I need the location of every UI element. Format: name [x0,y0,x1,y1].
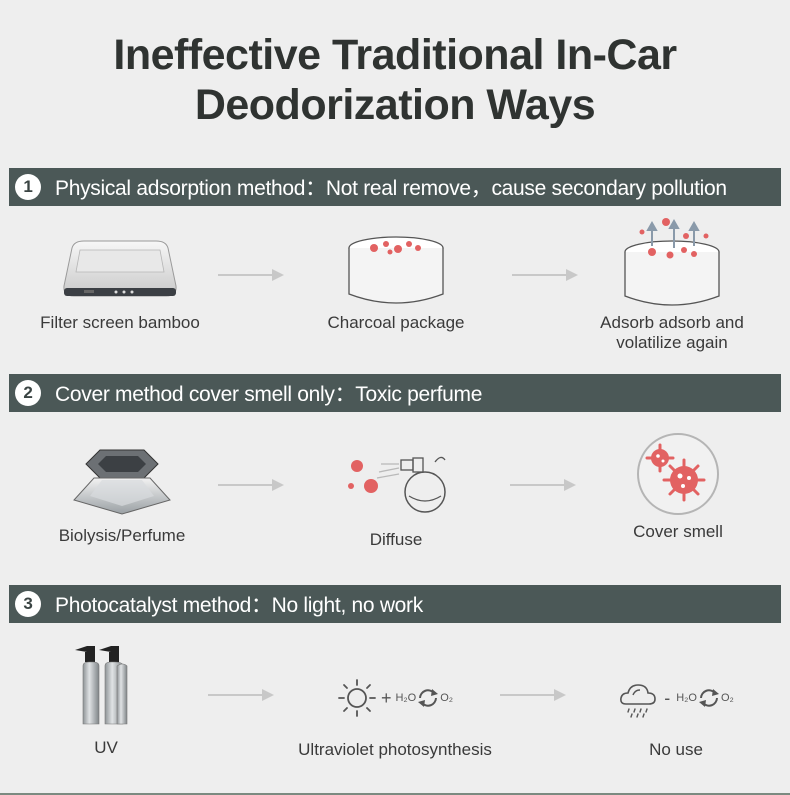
section-heading: Cover method cover smell only：Toxic perf… [55,383,483,406]
item-label: Ultraviolet photosynthesis [298,740,492,759]
item-label: Charcoal package [327,313,465,332]
item-charcoal-package: Charcoal package [296,232,496,333]
arrow-icon [500,689,566,701]
sun-icon [338,679,376,717]
cycle-icon [698,689,719,707]
item-cover-smell: Cover smell [578,432,778,542]
arrow-icon [510,479,576,491]
section-heading: Physical adsorption method：Not real remo… [55,177,727,200]
o2-formula: O₂ [720,692,734,704]
item-label: Diffuse [369,530,423,549]
spray-bottles-icon [75,646,128,725]
section-number-badge: 2 [15,380,41,406]
o2-formula: O₂ [440,692,454,704]
item-perfume: Biolysis/Perfume [22,444,222,546]
charcoal-package-icon [348,236,444,304]
item-label: Cover smell [633,522,723,541]
item-label: Filter screen bamboo [40,313,200,332]
item-label: Adsorb adsorb and volatilize again [600,313,744,352]
spray-bottle-icon [348,456,446,513]
item-label: UV [94,738,118,757]
bottom-divider [0,793,790,795]
title-line-1: Ineffective Traditional In-Car [113,31,677,79]
perfume-bottle-icon [73,449,171,515]
section-2-header: 2 Cover method cover smell only：Toxic pe… [9,374,781,412]
h2o-formula: H₂O [676,692,697,704]
item-filter-screen: Filter screen bamboo [20,238,220,333]
arrow-icon [218,269,284,281]
arrow-icon [512,269,578,281]
arrow-icon [218,479,284,491]
minus-sign: - [664,687,671,708]
volatilize-icon [624,218,720,306]
title-line-2: Deodorization Ways [194,81,596,129]
plus-sign: + [380,687,392,708]
section-heading: Photocatalyst method：No light, no work [55,594,423,617]
h2o-formula: H₂O [395,692,417,704]
item-volatilize: Adsorb adsorb and volatilize again [572,214,772,353]
item-no-use: - H₂O O₂ No use [578,676,774,760]
page-title: Ineffective Traditional In-Car Deodoriza… [0,30,790,130]
germs-circle-icon [637,433,719,515]
item-label: Biolysis/Perfume [58,526,186,545]
section-1-header: 1 Physical adsorption method：Not real re… [9,168,781,206]
cycle-icon [418,689,439,707]
item-uv: UV [6,642,206,758]
air-purifier-icon [63,240,177,297]
section-number-badge: 1 [15,174,41,200]
item-diffuse: Diffuse [296,450,496,550]
item-ultraviolet: + H₂O O₂ Ultraviolet photosynthesis [290,676,500,760]
section-3-header: 3 Photocatalyst method：No light, no work [9,585,781,623]
arrow-icon [208,689,274,701]
rain-cloud-icon [620,684,656,718]
item-label: No use [649,740,703,759]
section-number-badge: 3 [15,591,41,617]
